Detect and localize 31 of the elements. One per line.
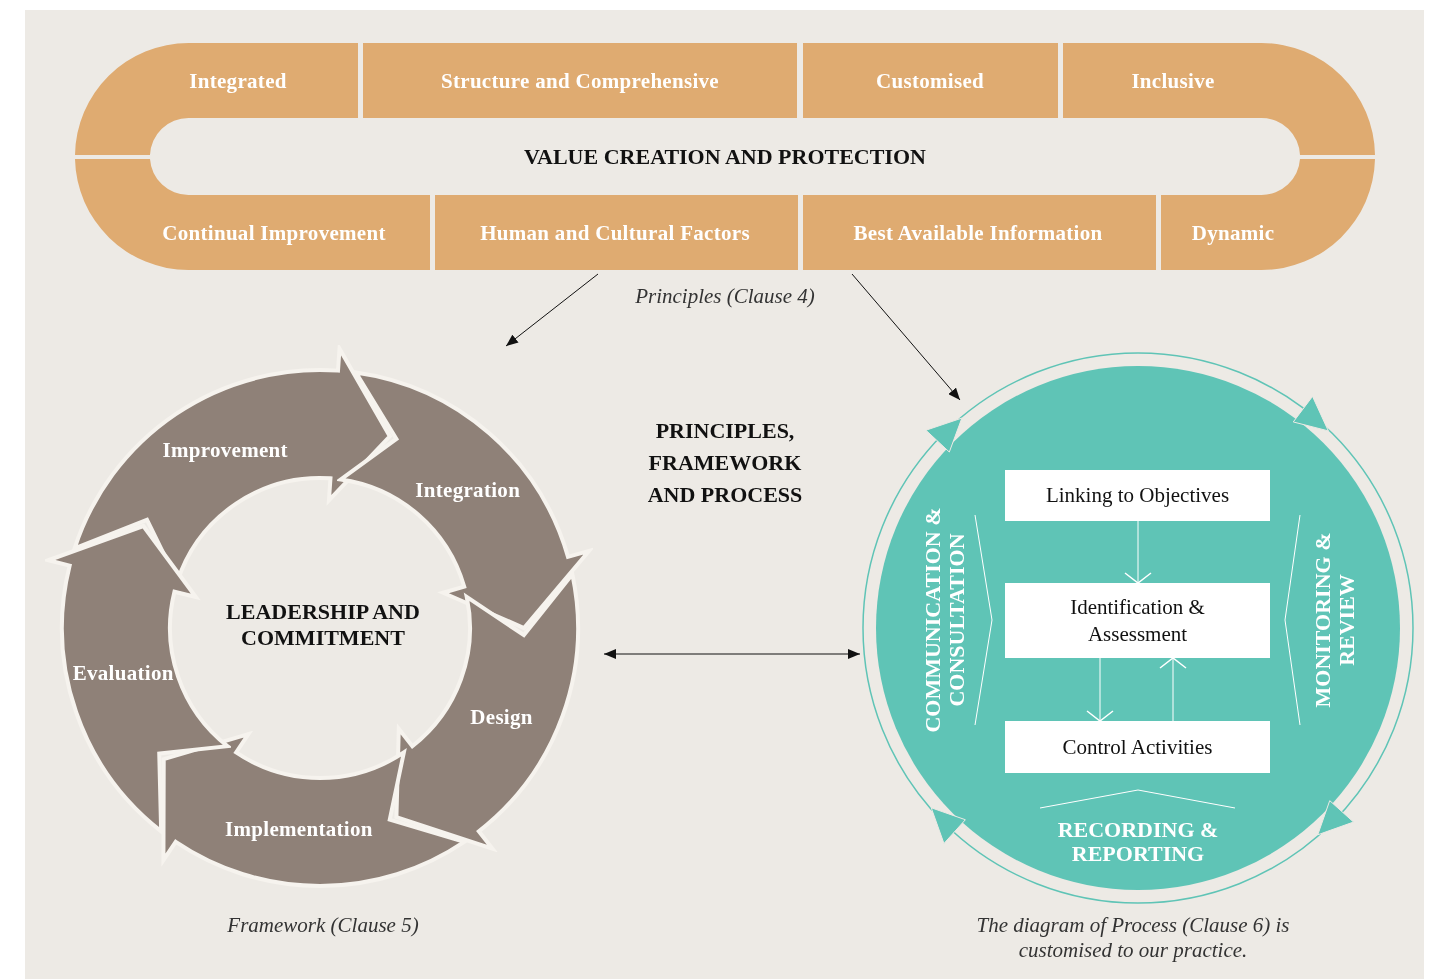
segment-label: Customised — [876, 68, 984, 94]
segment-label: Human and Cultural Factors — [480, 220, 750, 246]
segment-label: Integration — [415, 477, 521, 503]
center-label: LEADERSHIP AND COMMITMENT — [225, 599, 421, 651]
node-label: The diagram of Process (Clause 6) is customised to our practice. — [975, 913, 1291, 963]
segment-label: Design — [470, 704, 533, 730]
chevron-arrow — [1086, 657, 1114, 722]
segment-label: Dynamic — [1191, 220, 1275, 246]
ring-title: VALUE CREATION AND PROTECTION — [524, 144, 926, 170]
chevron-arrow — [1124, 520, 1152, 584]
arrow — [505, 273, 599, 347]
segment-label: Structure and Comprehensive — [441, 68, 719, 94]
arrow — [603, 649, 861, 659]
process-box: Identification & Assessment — [1005, 583, 1270, 658]
side-label: RECORDING & REPORTING — [1056, 817, 1220, 867]
segment-label: Best Available Information — [853, 220, 1103, 246]
side-label: MONITORING & REVIEW — [1310, 531, 1360, 710]
center-heading: PRINCIPLES, FRAMEWORK AND PROCESS — [646, 417, 804, 509]
segment-label: Integrated — [189, 68, 287, 94]
process-box: Linking to Objectives — [1005, 470, 1270, 521]
segment-label: Evaluation — [72, 660, 174, 686]
arrow — [851, 273, 961, 401]
segment-label: Inclusive — [1131, 68, 1215, 94]
segment-label: Implementation — [225, 816, 373, 842]
node-label: Principles (Clause 4) — [634, 283, 816, 309]
segment-label: Continual Improvement — [162, 220, 386, 246]
segment-label: Improvement — [162, 437, 288, 463]
side-label: COMMUNICATION & CONSULTATION — [920, 506, 970, 735]
chevron-arrow — [1159, 657, 1187, 722]
node-label: Framework (Clause 5) — [226, 912, 420, 938]
process-box: Control Activities — [1005, 721, 1270, 773]
